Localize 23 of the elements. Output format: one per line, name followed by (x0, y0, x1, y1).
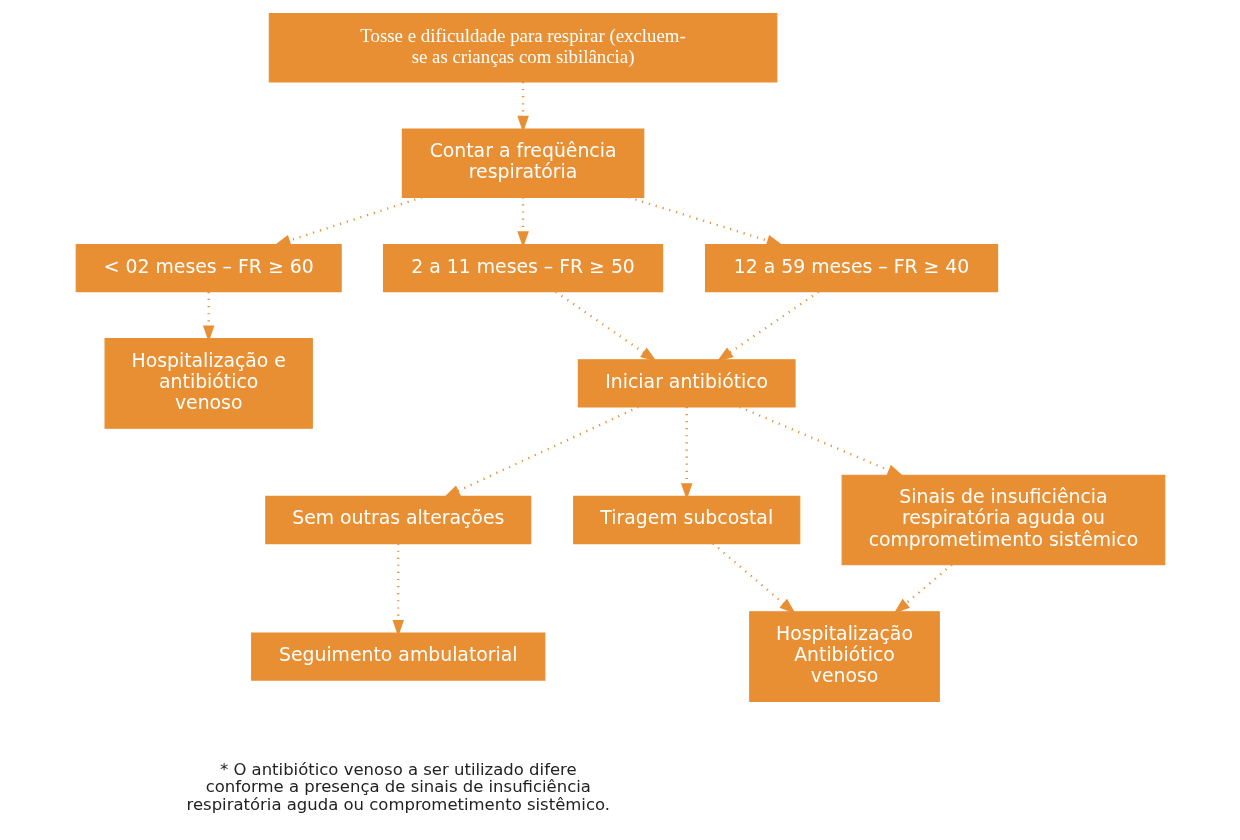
arrow (554, 290, 657, 362)
node-box: Hospitalização Antibiótico venoso (748, 610, 940, 702)
node-box: Iniciar antibiótico (577, 358, 796, 408)
node-box: Sinais de insuficiência respiratória aguda ou comprometimento sistêmico (841, 474, 1165, 565)
node-box: Contar a freqüência respiratória (401, 128, 644, 198)
arrow (716, 290, 819, 362)
node-box: 2 a 11 meses – FR ≥ 50 (382, 243, 663, 292)
node-box: Hospitalização e antibiótico venoso (104, 337, 313, 429)
arrow (442, 405, 639, 498)
node-box: Tosse e dificuldade para respirar (excluem-se as crianças com sibilância) (268, 12, 777, 83)
arrow (893, 563, 953, 614)
node-box: 12 a 59 meses – FR ≥ 40 (704, 243, 998, 292)
label: * O antibiótico venoso a ser utilizado difere conforme a presença de sinais de insuficiência respiratória aguda ou comprometimento sistêmico. (186, 759, 610, 814)
node-box: Tiragem subcostal (572, 495, 800, 544)
arrow (516, 81, 529, 132)
node-box: Sem outras alterações (264, 495, 531, 544)
arrow (738, 405, 904, 477)
node-box: Seguimento ambulatorial (250, 631, 545, 681)
arrow (392, 543, 404, 636)
node-box: < 02 meses – FR ≥ 60 (75, 243, 342, 292)
arrow (273, 195, 422, 246)
arrow (711, 542, 796, 614)
arrow (627, 195, 783, 246)
